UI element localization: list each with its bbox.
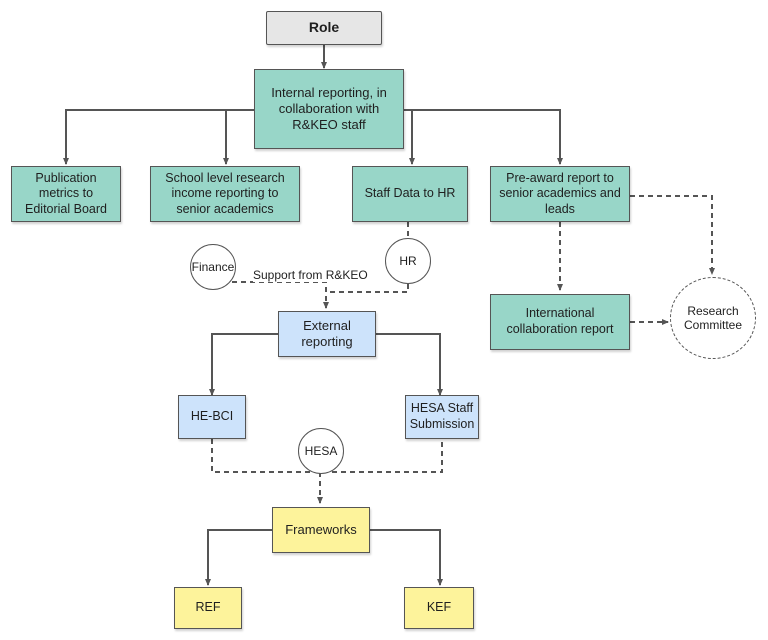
edge-internal-bus-left — [63, 109, 254, 165]
frameworks-node: Frameworks — [272, 507, 370, 553]
kef-label: KEF — [426, 600, 452, 615]
research-committee-label: Research Committee — [683, 303, 742, 332]
edge-internal-preaward — [404, 109, 563, 165]
international-collab-node: International collaboration report — [490, 294, 630, 350]
hr-node: HR — [385, 238, 431, 284]
staff-data-label: Staff Data to HR — [364, 186, 456, 201]
school-income-node: School level research income reporting t… — [150, 166, 300, 222]
role-label: Role — [308, 19, 340, 36]
research-committee-node: Research Committee — [670, 277, 756, 359]
edge-finance-external — [232, 281, 329, 309]
school-income-label: School level research income reporting t… — [165, 170, 285, 216]
he-bci-label: HE-BCI — [190, 409, 234, 424]
pre-award-label: Pre-award report to senior academics and… — [499, 170, 621, 216]
edge-internal-staffdata — [404, 109, 415, 165]
external-reporting-label: External reporting — [301, 317, 353, 349]
edge-frameworks-kef — [370, 529, 443, 586]
frameworks-label: Frameworks — [285, 521, 357, 537]
he-bci-node: HE-BCI — [178, 395, 246, 439]
hr-label: HR — [399, 253, 417, 268]
edge-hr-external — [326, 284, 409, 293]
external-reporting-node: External reporting — [278, 311, 376, 357]
pre-award-node: Pre-award report to senior academics and… — [490, 166, 630, 222]
edge-external-hebci — [209, 333, 278, 396]
hesa-staff-label: HESA Staff Submission — [409, 401, 475, 431]
internal-reporting-label: Internal reporting, in collaboration wit… — [271, 84, 387, 133]
finance-label: Finance — [191, 259, 235, 274]
hesa-staff-node: HESA Staff Submission — [405, 395, 479, 439]
hesa-node: HESA — [298, 428, 344, 474]
edge-frameworks-ref — [205, 529, 272, 586]
support-label: Support from R&KEO — [253, 268, 368, 282]
publication-metrics-node: Publication metrics to Editorial Board — [11, 166, 121, 222]
international-collab-label: International collaboration report — [506, 306, 614, 336]
kef-node: KEF — [404, 587, 474, 629]
edge-preaward-research — [630, 195, 715, 275]
ref-label: REF — [195, 600, 221, 615]
edge-external-hesastaff — [376, 333, 443, 396]
staff-data-node: Staff Data to HR — [352, 166, 468, 222]
hesa-label: HESA — [304, 443, 338, 458]
ref-node: REF — [174, 587, 242, 629]
role-node: Role — [266, 11, 382, 45]
finance-node: Finance — [190, 244, 236, 290]
publication-metrics-label: Publication metrics to Editorial Board — [25, 170, 107, 216]
internal-reporting-node: Internal reporting, in collaboration wit… — [254, 69, 404, 149]
